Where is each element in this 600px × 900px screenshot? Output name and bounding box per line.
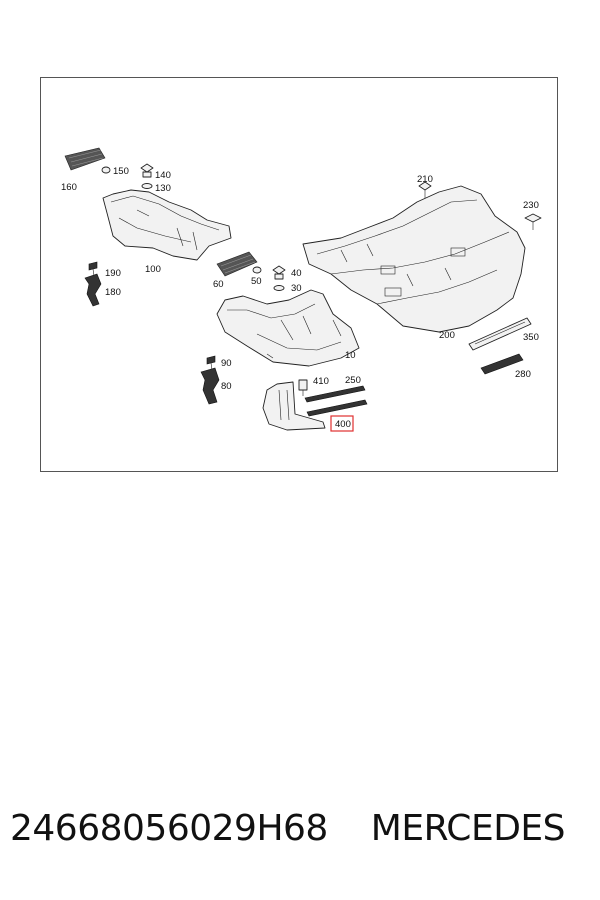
- part-130-nut: [141, 183, 153, 189]
- callout-50: 50: [251, 276, 262, 287]
- part-200-underbody-panel: [302, 185, 526, 333]
- part-80-bracket: [200, 367, 220, 405]
- callout-190: 190: [105, 268, 121, 279]
- part-190-bolt: [88, 261, 98, 277]
- callout-410: 410: [313, 376, 329, 387]
- callout-140: 140: [155, 170, 171, 181]
- callout-10: 10: [345, 350, 356, 361]
- part-50-clip: [252, 266, 262, 274]
- part-160-grille: [64, 147, 106, 171]
- part-350-strip: [468, 317, 532, 351]
- brand-name: MERCEDES: [370, 808, 566, 849]
- part-40-nut: [272, 265, 286, 280]
- part-400-side-panel: [262, 381, 326, 431]
- part-410-clip: [298, 379, 308, 396]
- part-10-liner: [216, 289, 360, 367]
- part-90-bolt: [206, 355, 216, 371]
- callout-60: 60: [213, 279, 224, 290]
- part-number: 24668056029H68: [10, 808, 328, 849]
- part-180-bracket: [84, 273, 102, 307]
- parts-diagram-frame: 160 150 140 130 100 190 180 60 50 40 30 …: [40, 77, 558, 472]
- callout-180: 180: [105, 287, 121, 298]
- callout-400: 400: [335, 419, 351, 430]
- parts-diagram: 160 150 140 130 100 190 180 60 50 40 30 …: [61, 147, 542, 432]
- callout-150: 150: [113, 166, 129, 177]
- callout-90: 90: [221, 358, 232, 369]
- part-250-strip: [304, 385, 368, 417]
- part-210-fastener: [418, 181, 432, 198]
- callout-labels: 160 150 140 130 100 190 180 60 50 40 30 …: [61, 166, 539, 430]
- callout-210: 210: [417, 174, 433, 185]
- callout-100: 100: [145, 264, 161, 275]
- callout-130: 130: [155, 183, 171, 194]
- callout-280: 280: [515, 369, 531, 380]
- part-230-clip: [524, 213, 542, 230]
- callout-80: 80: [221, 381, 232, 392]
- callout-200: 200: [439, 330, 455, 341]
- callout-30: 30: [291, 283, 302, 294]
- highlight-box-400: [330, 415, 354, 432]
- callout-350: 350: [523, 332, 539, 343]
- callout-40: 40: [291, 268, 302, 279]
- part-info-footer: 24668056029H68 MERCEDES: [10, 808, 590, 858]
- callout-160: 160: [61, 182, 77, 193]
- callout-230: 230: [523, 200, 539, 211]
- part-30-nut: [273, 285, 285, 291]
- part-140-nut: [140, 163, 154, 178]
- callout-250: 250: [345, 375, 361, 386]
- leader-lines: [266, 353, 274, 359]
- part-60-grille: [216, 251, 258, 277]
- part-100-liner: [102, 189, 232, 261]
- part-150-clip: [101, 166, 111, 174]
- part-280-strip: [480, 353, 524, 375]
